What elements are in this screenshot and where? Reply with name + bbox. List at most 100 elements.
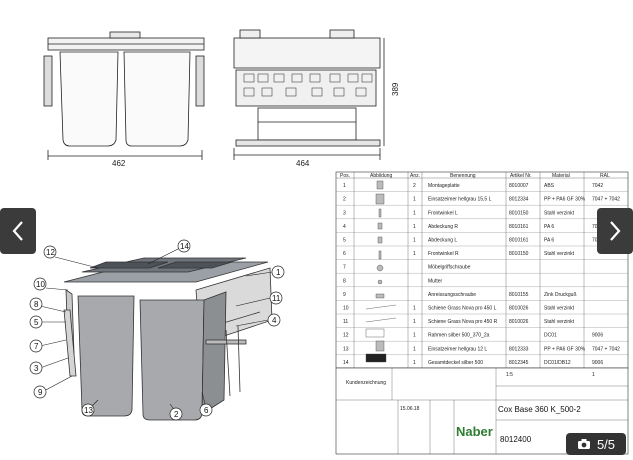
cell-article: 8010150 <box>509 210 529 216</box>
quantity-value: 1 <box>592 372 595 378</box>
cell-article: 8010155 <box>509 292 529 298</box>
cell-qty: 1 <box>413 360 416 366</box>
cell-material: Stahl verzinkt <box>544 319 575 325</box>
cell-pos: 8 <box>343 278 346 284</box>
cell-material: Stahl verzinkt <box>544 210 575 216</box>
th-image: Abbildung <box>370 173 392 179</box>
cell-name: Anreissungsschraube <box>428 292 476 298</box>
cell-article: 8012333 <box>509 346 529 352</box>
cell-name: Frontwinkel R <box>428 251 459 257</box>
cell-qty: 1 <box>413 346 416 352</box>
cell-pos: 1 <box>343 183 346 189</box>
cell-article: 8012345 <box>509 360 529 366</box>
cell-pos: 7 <box>343 265 346 271</box>
cell-material: DC01/DB12 <box>544 360 571 366</box>
cell-ral: 9006 <box>592 333 603 339</box>
cell-qty: 1 <box>413 210 416 216</box>
callout-3: 3 <box>34 364 39 373</box>
cell-material: Stahl verzinkt <box>544 306 575 312</box>
cell-name: Mutter <box>428 278 443 284</box>
cell-material: ABS <box>544 183 555 189</box>
dim-side-width: 464 <box>296 159 310 168</box>
cell-pos: 11 <box>343 319 348 325</box>
next-button[interactable] <box>597 208 633 254</box>
chevron-right-icon <box>610 221 621 241</box>
cell-qty: 1 <box>413 238 416 244</box>
cell-material: PA 6 <box>544 224 554 230</box>
cell-pos: 3 <box>343 210 346 216</box>
cell-qty: 1 <box>413 319 416 325</box>
title-block: Kundenzeichnung Cox Base 360 K_500-2 1:5… <box>335 367 629 455</box>
cell-article: 8010026 <box>509 319 529 325</box>
callout-9: 9 <box>38 388 43 397</box>
cell-name: Frontwinkel L <box>428 210 458 216</box>
dim-side-height: 389 <box>391 82 400 96</box>
cell-qty: 1 <box>413 333 416 339</box>
cell-qty: 1 <box>413 306 416 312</box>
cell-article: 8012334 <box>509 197 529 203</box>
cell-pos: 5 <box>343 238 346 244</box>
callout-11: 11 <box>272 294 281 303</box>
th-article: Artikel Nr. <box>510 173 532 179</box>
cell-name: Möbelgriffschraube <box>428 265 471 271</box>
callout-8: 8 <box>34 300 39 309</box>
cell-pos: 9 <box>343 292 346 298</box>
cell-name: Abdeckung L <box>428 238 457 244</box>
cell-pos: 6 <box>343 251 346 257</box>
callout-6: 6 <box>204 406 209 415</box>
th-material: Material <box>552 173 570 179</box>
th-name: Benennung <box>450 173 476 179</box>
th-ral: RAL <box>600 173 610 179</box>
cell-pos: 12 <box>343 333 349 339</box>
cell-qty: 2 <box>413 183 416 189</box>
scale-value: 1:5 <box>506 372 513 378</box>
cell-material: PA 6 <box>544 238 554 244</box>
callout-2: 2 <box>174 410 179 419</box>
cell-name: Einsatzeimer hellgrau 12 L <box>428 346 487 352</box>
cell-name: Rahmen silber 500_370_2a <box>428 333 490 339</box>
cell-name: Montageplatte <box>428 183 460 189</box>
cell-name: Schiene Grass Nova pro 450 L <box>428 306 497 312</box>
cell-ral: 7047 + 7042 <box>592 197 620 203</box>
cell-pos: 13 <box>343 346 349 352</box>
cell-pos: 4 <box>343 224 346 230</box>
prev-button[interactable] <box>0 208 36 254</box>
cell-qty: 1 <box>413 224 416 230</box>
photo-counter-text: 5/5 <box>596 436 616 452</box>
brand-logo: Naber <box>456 424 493 439</box>
cell-ral: 7042 <box>592 183 603 189</box>
cell-article: 8010161 <box>509 238 529 244</box>
parts-table: Pos. Abbildung Anz. Benennung Artikel Nr… <box>335 171 629 369</box>
th-pos: Pos. <box>340 173 350 179</box>
cell-name: Einsatzeimer hellgrau 15,5 L <box>428 197 492 203</box>
cell-name: Gesamtdeckel silber 500 <box>428 360 483 366</box>
kunden-label: Kundenzeichnung <box>346 380 386 386</box>
th-qty: Anz. <box>410 173 420 179</box>
part-thumbnails <box>365 180 397 363</box>
chevron-left-icon <box>12 221 23 241</box>
callouts: 12 14 10 8 5 7 3 9 13 2 6 4 11 1 <box>29 239 285 421</box>
date-value: 15.06.18 <box>400 406 420 412</box>
camera-icon <box>577 439 590 449</box>
cell-ral: 7047 + 7042 <box>592 346 620 352</box>
cell-article: 8010026 <box>509 306 529 312</box>
cell-material: Stahl verzinkt <box>544 251 575 257</box>
front-view <box>43 31 205 160</box>
callout-12: 12 <box>46 248 55 257</box>
side-view <box>233 29 385 160</box>
cell-article: 8010150 <box>509 251 529 257</box>
callout-leaders <box>39 245 273 413</box>
cell-qty: 1 <box>413 197 416 203</box>
cell-material: Zink Druckguß <box>544 292 577 298</box>
cell-ral: 9006 <box>592 360 603 366</box>
cell-name: Abdeckung R <box>428 224 458 230</box>
photo-counter[interactable]: 5/5 <box>566 433 626 455</box>
cell-pos: 2 <box>343 197 346 203</box>
drawing-number: 8012400 <box>500 435 532 444</box>
cell-material: PP + PA6 GF 30% <box>544 346 586 352</box>
cell-qty: 1 <box>413 251 416 257</box>
dim-front-width: 462 <box>112 159 126 168</box>
callout-5: 5 <box>34 318 39 327</box>
cell-article: 8010161 <box>509 224 529 230</box>
